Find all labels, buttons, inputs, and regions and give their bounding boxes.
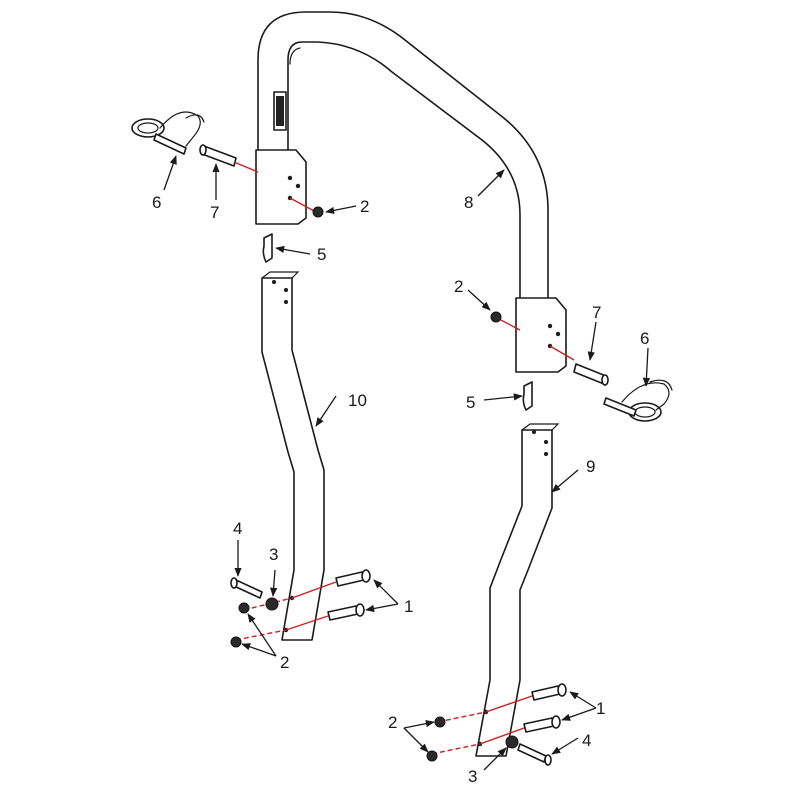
callout-7-left: 7 (210, 203, 219, 222)
callout-1-right: 1 (596, 699, 605, 718)
callout-4-right: 4 (582, 731, 591, 750)
callout-2-top-right: 2 (454, 277, 463, 296)
leader-arrows (163, 155, 651, 771)
clip-left-part-5 (262, 233, 273, 263)
spacer-right (505, 735, 519, 749)
callout-5-right: 5 (466, 393, 475, 412)
left-leg-part-10 (261, 271, 325, 641)
upper-hoop-part-8 (255, 11, 567, 373)
callout-5-left: 5 (317, 245, 326, 264)
callout-7-right: 7 (592, 303, 601, 322)
nut-top-left (312, 206, 324, 218)
callout-3-left: 3 (269, 545, 278, 564)
callout-3-right: 3 (468, 767, 477, 786)
nut-right-upper (434, 716, 446, 728)
bolt-left-part-4 (230, 577, 263, 599)
lynch-pin-right-part-6 (603, 379, 673, 422)
bolt-right-upper-part-1 (531, 683, 567, 701)
spacer-left (265, 597, 279, 611)
clip-right-part-5 (522, 381, 533, 411)
nut-left-lower (230, 636, 242, 648)
callout-6-left: 6 (152, 193, 161, 212)
nut-right-lower (426, 750, 438, 762)
callout-2-left: 2 (280, 653, 289, 672)
bolt-right-part-4 (517, 743, 552, 766)
spacers-part-3 (265, 597, 519, 749)
nut-left-upper (238, 602, 250, 614)
callout-9: 9 (586, 457, 595, 476)
callout-4-left: 4 (233, 519, 242, 538)
callout-6-right: 6 (640, 329, 649, 348)
bolt-left-lower-part-1 (327, 603, 365, 621)
nut-top-right (490, 311, 502, 323)
bolt-right-lower-part-1 (523, 715, 561, 733)
callout-8: 8 (464, 193, 473, 212)
right-leg-part-9 (475, 423, 560, 757)
nuts-part-2 (230, 206, 502, 762)
lynch-pin-left-part-6 (131, 111, 205, 155)
bolt-left-upper-part-1 (335, 569, 371, 587)
pin-right-part-7 (573, 363, 609, 386)
pin-left-part-7 (199, 144, 237, 167)
assembly-lines (233, 161, 575, 755)
callout-2-top-left: 2 (360, 197, 369, 216)
callout-1-left: 1 (404, 597, 413, 616)
callout-labels: 8 10 9 5 5 6 6 7 7 2 2 1 1 2 2 3 3 4 4 (152, 193, 649, 786)
callout-10: 10 (348, 391, 367, 410)
callout-2-right: 2 (388, 713, 397, 732)
